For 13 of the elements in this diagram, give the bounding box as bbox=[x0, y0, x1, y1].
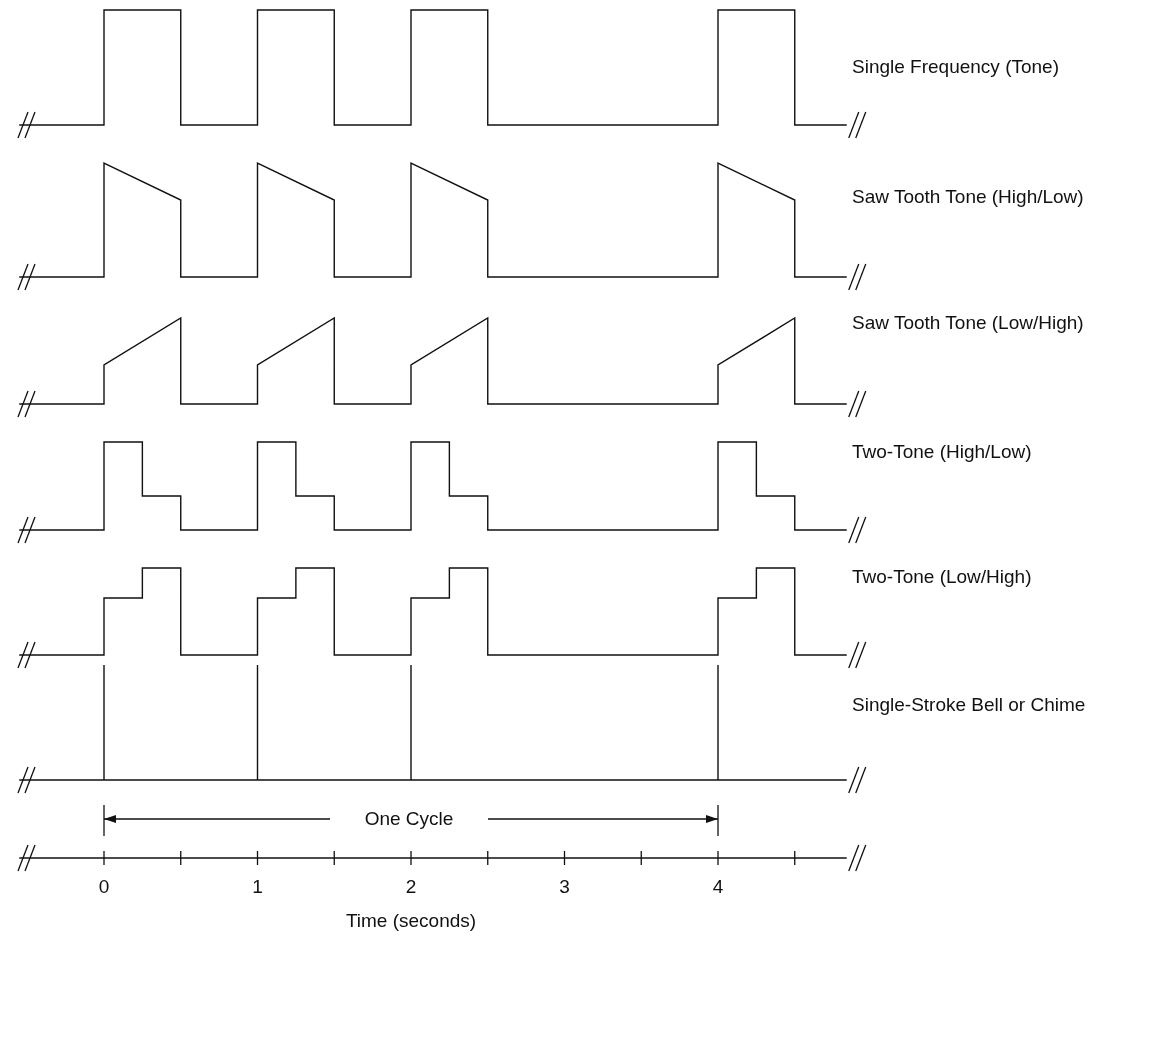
tick-label: 4 bbox=[712, 876, 724, 898]
waveform-label: Saw Tooth Tone (High/Low) bbox=[852, 186, 1084, 208]
tick-label: 3 bbox=[559, 876, 570, 898]
tick-label: 0 bbox=[98, 876, 110, 898]
dimension-label: One Cycle bbox=[364, 808, 454, 830]
waveform-label: Two-Tone (High/Low) bbox=[852, 441, 1032, 463]
axis-title: Time (seconds) bbox=[345, 910, 477, 932]
waveform-label: Single Frequency (Tone) bbox=[852, 56, 1059, 78]
waveform-label: Single-Stroke Bell or Chime bbox=[852, 694, 1086, 716]
waveform-label: Saw Tooth Tone (Low/High) bbox=[852, 312, 1084, 334]
tick-label: 2 bbox=[405, 876, 417, 898]
tick-label: 1 bbox=[252, 876, 263, 898]
waveform-label: Two-Tone (Low/High) bbox=[852, 566, 1032, 588]
